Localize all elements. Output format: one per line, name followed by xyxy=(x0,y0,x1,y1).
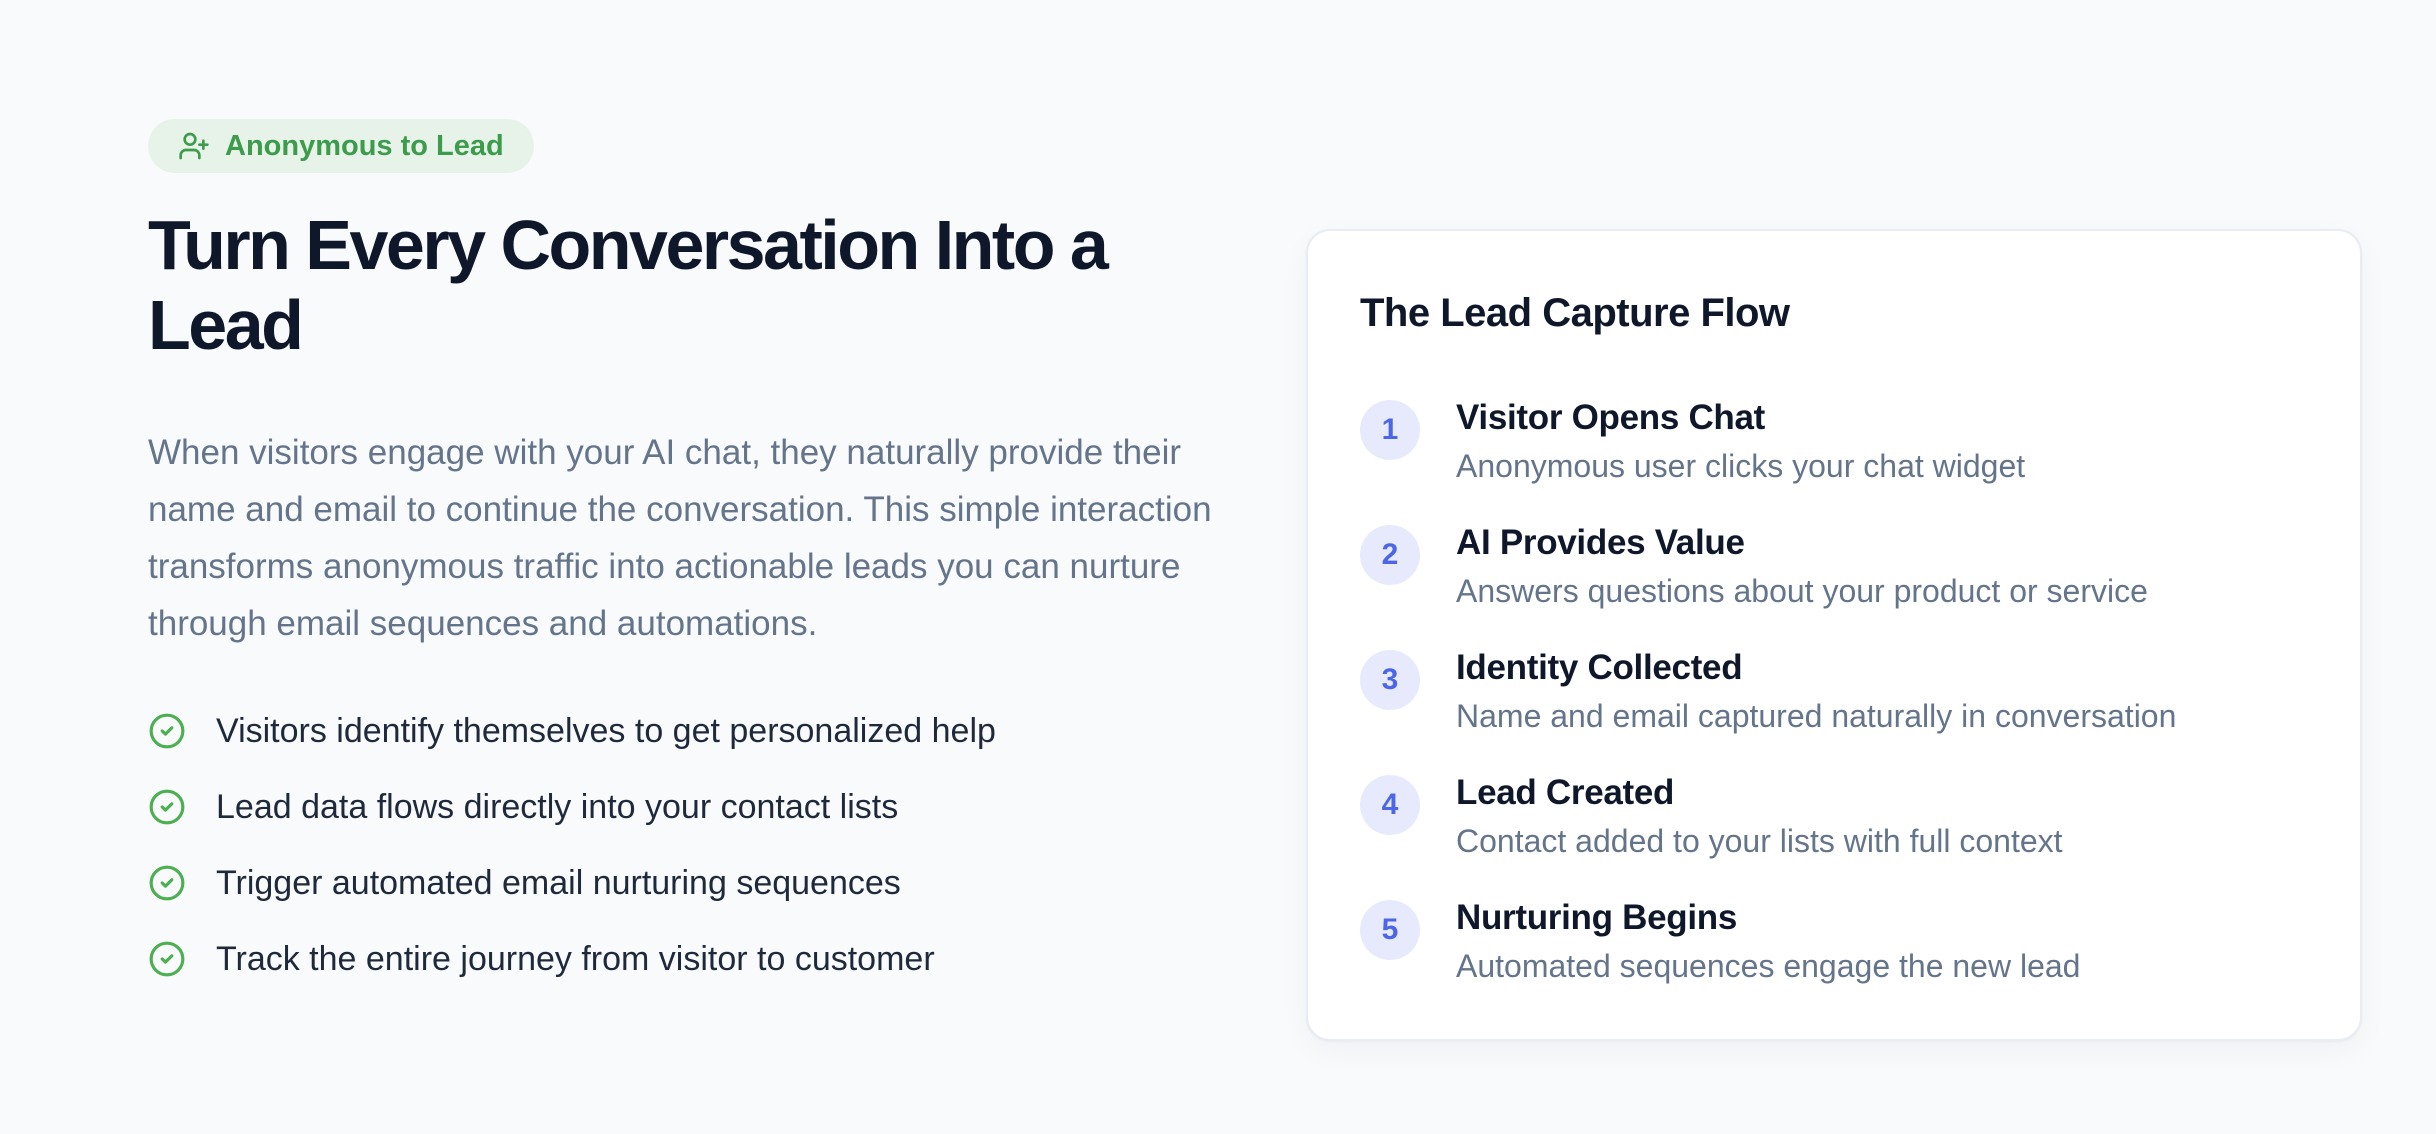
flow-step-2: 2 AI Provides Value Answers questions ab… xyxy=(1360,523,2308,610)
step-title: Lead Created xyxy=(1456,773,1675,812)
step-description: Answers questions about your product or … xyxy=(1456,573,2148,609)
flow-step-4: 4 Lead Created Contact added to your lis… xyxy=(1360,773,2308,860)
step-description: Name and email captured naturally in con… xyxy=(1456,698,2177,734)
badge-label: Anonymous to Lead xyxy=(225,129,504,162)
flow-step-5: 5 Nurturing Begins Automated sequences e… xyxy=(1360,898,2308,985)
step-body: Nurturing Begins Automated sequences eng… xyxy=(1456,898,2080,985)
step-body: AI Provides Value Answers questions abou… xyxy=(1456,523,2148,610)
step-number-badge: 2 xyxy=(1360,525,1420,585)
step-number-badge: 3 xyxy=(1360,650,1420,710)
lead-capture-flow-card: The Lead Capture Flow 1 Visitor Opens Ch… xyxy=(1306,229,2362,1041)
page-title: Turn Every Conversation Into a Lead xyxy=(148,206,1109,364)
list-item-label: Lead data flows directly into your conta… xyxy=(216,787,899,826)
circle-check-icon xyxy=(148,864,186,902)
list-item-label: Trigger automated email nurturing sequen… xyxy=(216,863,901,902)
flow-card-title: The Lead Capture Flow xyxy=(1360,291,1790,335)
step-number-badge: 4 xyxy=(1360,775,1420,835)
list-item: Trigger automated email nurturing sequen… xyxy=(148,864,1238,903)
step-title: AI Provides Value xyxy=(1456,523,1745,562)
circle-check-icon xyxy=(148,788,186,826)
step-number-badge: 5 xyxy=(1360,900,1420,960)
step-title: Nurturing Begins xyxy=(1456,898,1738,937)
list-item: Lead data flows directly into your conta… xyxy=(148,788,1238,827)
lead-capture-section: Anonymous to Lead Turn Every Conversatio… xyxy=(148,119,2362,1041)
anonymous-to-lead-badge: Anonymous to Lead xyxy=(148,119,534,173)
list-item: Track the entire journey from visitor to… xyxy=(148,940,1238,979)
step-title: Identity Collected xyxy=(1456,648,1743,687)
step-title: Visitor Opens Chat xyxy=(1456,398,1766,437)
hero-text-column: Anonymous to Lead Turn Every Conversatio… xyxy=(148,119,1238,1016)
flow-step-3: 3 Identity Collected Name and email capt… xyxy=(1360,648,2308,735)
list-item-label: Track the entire journey from visitor to… xyxy=(216,939,935,978)
circle-check-icon xyxy=(148,712,186,750)
step-body: Visitor Opens Chat Anonymous user clicks… xyxy=(1456,398,2025,485)
step-description: Automated sequences engage the new lead xyxy=(1456,948,2081,984)
step-description: Anonymous user clicks your chat widget xyxy=(1456,448,2026,484)
circle-check-icon xyxy=(148,940,186,978)
list-item-label: Visitors identify themselves to get pers… xyxy=(216,711,996,750)
step-description: Contact added to your lists with full co… xyxy=(1456,823,2063,859)
list-item: Visitors identify themselves to get pers… xyxy=(148,712,1238,751)
step-body: Lead Created Contact added to your lists… xyxy=(1456,773,2063,860)
benefits-list: Visitors identify themselves to get pers… xyxy=(148,712,1238,979)
user-plus-icon xyxy=(178,130,210,162)
flow-step-1: 1 Visitor Opens Chat Anonymous user clic… xyxy=(1360,398,2308,485)
step-number-badge: 1 xyxy=(1360,400,1420,460)
step-body: Identity Collected Name and email captur… xyxy=(1456,648,2176,735)
page-description: When visitors engage with your AI chat, … xyxy=(148,432,1212,643)
